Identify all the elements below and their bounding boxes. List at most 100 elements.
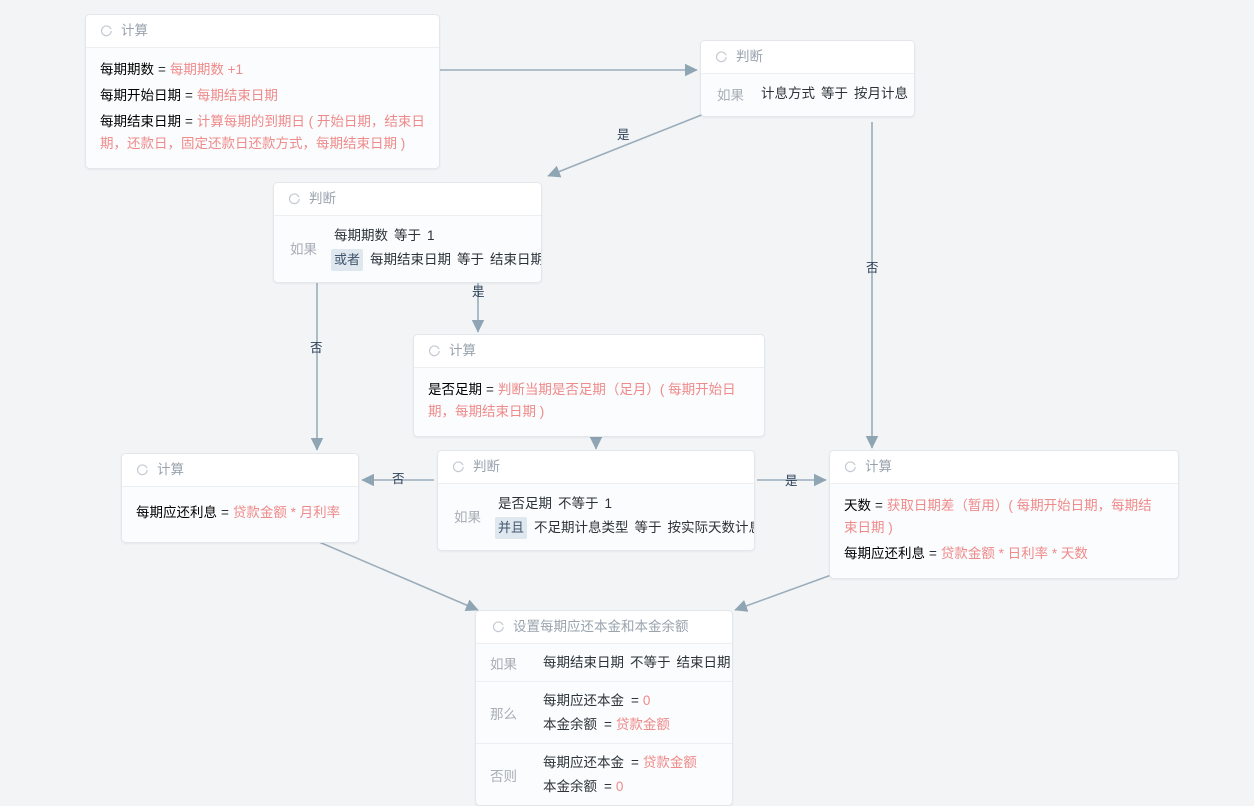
condition-list: 计息方式等于按月计息 <box>758 83 911 105</box>
statement-variable: 每期应还利息 <box>136 505 217 520</box>
section-line: 本金余额=0 <box>540 776 697 797</box>
node-title: 计算 <box>865 459 892 474</box>
statement-expression: 每期期数 +1 <box>169 62 244 77</box>
line-operator: 不等于 <box>630 655 671 670</box>
condition-left: 计息方式 <box>761 86 815 101</box>
condition-operator: 不等于 <box>558 496 599 511</box>
line-right: 0 <box>642 693 651 708</box>
condition-right: 1 <box>604 496 613 511</box>
node-set-principal[interactable]: 设置每期应还本金和本金余额 如果 每期结束日期不等于结束日期 那么 每期应还本金… <box>475 610 733 806</box>
node-title: 计算 <box>449 343 476 358</box>
statement-row: 每期应还利息=贷款金额 * 日利率 * 天数 <box>844 541 1164 567</box>
condition-right: 按月计息 <box>854 86 908 101</box>
line-right: 贷款金额 <box>642 755 697 770</box>
statement-row: 每期结束日期=计算每期的到期日 ( 开始日期，结束日期，还款日，固定还款日还款方… <box>100 109 425 157</box>
line-left: 本金余额 <box>543 717 597 732</box>
statement-variable: 天数 <box>844 498 871 513</box>
statement-row: 天数 =获取日期差（暂用）( 每期开始日期，每期结束日期 ) <box>844 493 1164 541</box>
node-calc-day-interest[interactable]: 计算 天数 =获取日期差（暂用）( 每期开始日期，每期结束日期 ) 每期应还利息=… <box>829 450 1179 579</box>
statement-variable: 每期应还利息 <box>844 546 925 561</box>
node-body: 每期应还利息=贷款金额 * 月利率 <box>122 487 358 542</box>
edge-label-yes-1: 是 <box>617 128 630 142</box>
condition-if-label: 如果 <box>454 510 481 525</box>
statement-expression: 获取日期差（暂用）( 每期开始日期，每期结束日期 ) <box>844 498 1152 535</box>
node-title: 判断 <box>736 49 763 64</box>
condition-joiner: 并且 <box>495 517 528 539</box>
statement-row: 每期开始日期 =每期结束日期 <box>100 83 425 109</box>
section-label: 否则 <box>490 768 517 784</box>
edge-label-no-1: 否 <box>310 341 323 355</box>
statement-row: 每期应还利息=贷款金额 * 月利率 <box>136 500 344 526</box>
edge-label-no-3: 否 <box>392 472 405 486</box>
node-body: 天数 =获取日期差（暂用）( 每期开始日期，每期结束日期 ) 每期应还利息=贷款金… <box>830 484 1178 578</box>
line-left: 本金余额 <box>543 779 597 794</box>
node-calc-month-interest[interactable]: 计算 每期应还利息=贷款金额 * 月利率 <box>121 453 359 543</box>
node-calc-period[interactable]: 计算 每期期数=每期期数 +1 每期开始日期=每期结束日期 每期结束日期=计算每… <box>85 14 440 169</box>
node-calc-full-period[interactable]: 计算 是否足期=判断当期是否足期（足月）( 每期开始日期，每期结束日期 ) <box>413 334 765 437</box>
node-judge-interest-method[interactable]: 判断 如果 计息方式等于按月计息 <box>700 40 915 117</box>
line-left: 每期应还本金 <box>543 693 624 708</box>
loop-icon <box>288 192 301 206</box>
loop-icon <box>492 620 505 634</box>
statement-expression: 每期结束日期 <box>196 88 278 103</box>
condition-right: 结束日期 <box>490 252 542 267</box>
condition-operator: 等于 <box>457 252 485 267</box>
loop-icon <box>452 460 465 474</box>
condition-left: 不足期计息类型 <box>534 520 629 535</box>
node-header: 计算 <box>414 335 764 368</box>
statement-expression: 贷款金额 * 日利率 * 天数 <box>940 546 1088 561</box>
statement-operator: = <box>158 62 166 77</box>
statement-operator: = <box>185 88 193 103</box>
statement-operator: = <box>875 498 883 513</box>
edge-label-yes-3: 是 <box>785 474 798 488</box>
node-header: 计算 <box>830 451 1178 484</box>
line-operator: = <box>604 717 612 732</box>
condition-group: 如果 计息方式等于按月计息 <box>715 83 908 105</box>
statement-variable: 每期结束日期 <box>100 114 181 129</box>
condition-operator: 等于 <box>821 86 848 101</box>
section-if: 如果 每期结束日期不等于结束日期 <box>476 644 732 682</box>
section-else: 否则 每期应还本金=贷款金额 本金余额=0 <box>476 744 732 805</box>
condition-list: 是否足期不等于 1 并且不足期计息类型等于按实际天数计息 <box>495 493 755 539</box>
condition-line: 是否足期不等于 1 <box>495 493 754 515</box>
node-header: 计算 <box>86 15 439 48</box>
condition-left: 是否足期 <box>498 496 552 511</box>
condition-line: 并且不足期计息类型等于按实际天数计息 <box>495 517 755 539</box>
statement-operator: = <box>185 114 193 129</box>
statement-expression: 判断当期是否足期（足月）( 每期开始日期，每期结束日期 ) <box>428 382 736 419</box>
node-body: 每期期数=每期期数 +1 每期开始日期=每期结束日期 每期结束日期=计算每期的到… <box>86 48 439 168</box>
loop-icon <box>715 50 728 64</box>
condition-if-label: 如果 <box>717 88 744 103</box>
condition-operator: 等于 <box>394 228 421 243</box>
section-label: 那么 <box>490 706 517 722</box>
condition-group: 如果 是否足期不等于 1 并且不足期计息类型等于按实际天数计息 <box>452 493 754 539</box>
node-body: 如果 是否足期不等于 1 并且不足期计息类型等于按实际天数计息 <box>438 484 754 550</box>
loop-icon <box>844 460 857 474</box>
condition-right: 1 <box>427 228 435 243</box>
condition-right: 按实际天数计息 <box>667 520 755 535</box>
node-body: 如果 计息方式等于按月计息 <box>701 74 914 116</box>
statement-row: 是否足期=判断当期是否足期（足月）( 每期开始日期，每期结束日期 ) <box>428 377 750 425</box>
node-header: 判断 <box>274 183 541 216</box>
statement-operator: = <box>486 382 494 397</box>
line-left: 每期结束日期 <box>543 655 624 670</box>
condition-left: 每期结束日期 <box>370 252 452 267</box>
node-title: 计算 <box>157 462 184 477</box>
node-title: 判断 <box>309 191 336 206</box>
section-line: 每期应还本金=贷款金额 <box>540 752 697 773</box>
section-body: 每期应还本金=0 本金余额=贷款金额 <box>540 690 670 735</box>
section-body: 每期结束日期不等于结束日期 <box>540 652 732 673</box>
statement-variable: 每期开始日期 <box>100 88 181 103</box>
line-right: 0 <box>615 779 624 794</box>
section-then: 那么 每期应还本金=0 本金余额=贷款金额 <box>476 682 732 744</box>
node-title: 设置每期应还本金和本金余额 <box>513 619 689 634</box>
statement-operator: = <box>221 505 229 520</box>
loop-icon <box>100 24 113 38</box>
line-right: 结束日期 <box>676 655 731 670</box>
